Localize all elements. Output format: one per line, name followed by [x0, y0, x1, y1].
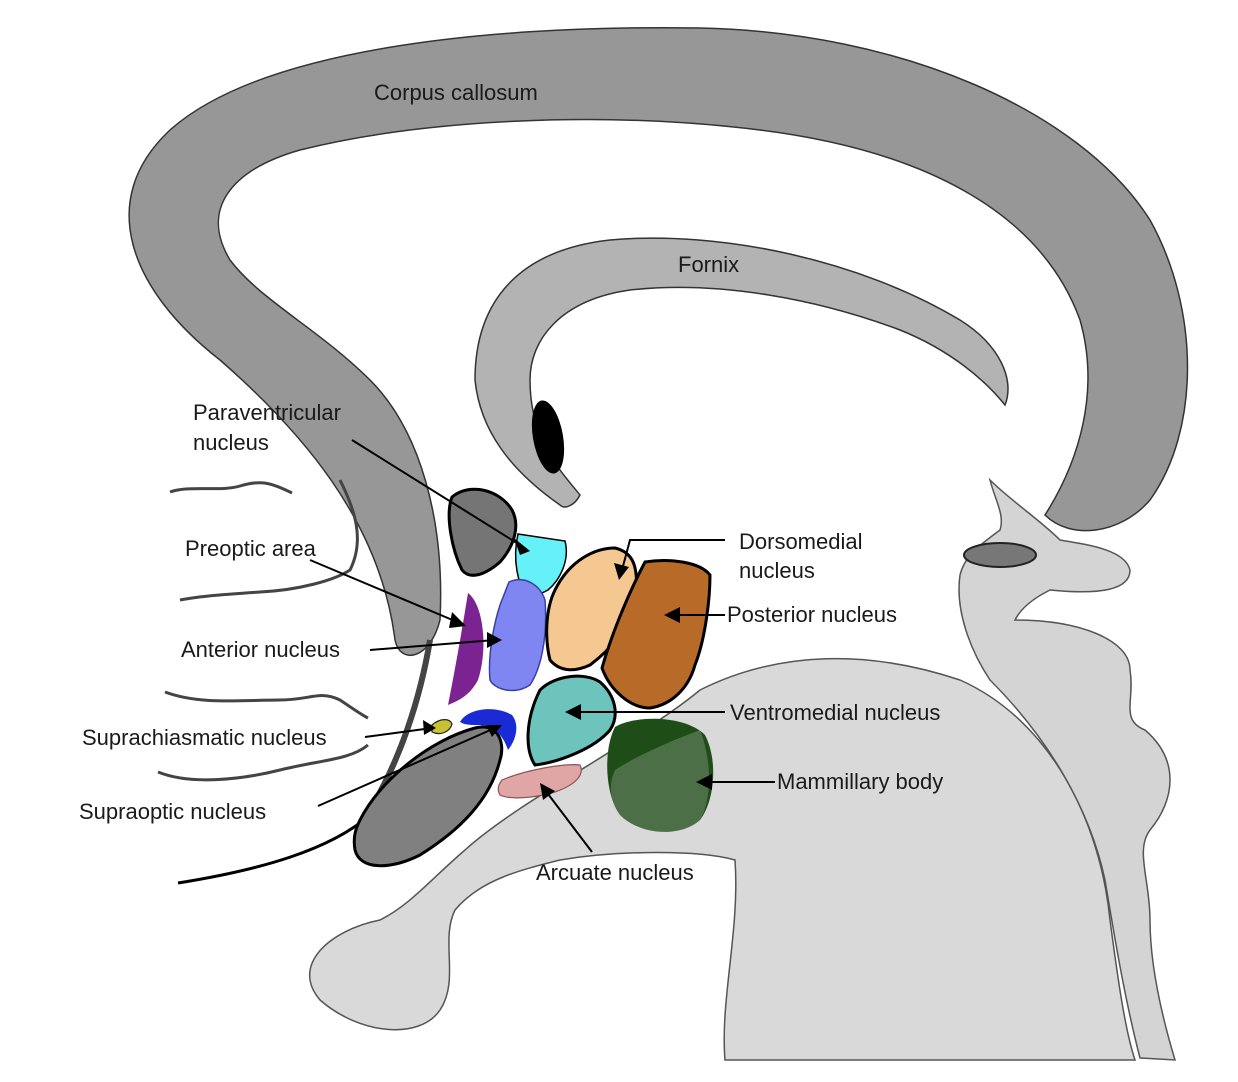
- preoptic-area: [448, 593, 484, 705]
- pons-region: [958, 477, 1177, 1061]
- posterior-commissure: [963, 542, 1037, 568]
- mammillary-body: [607, 718, 714, 832]
- sulcus-line-4: [157, 743, 369, 782]
- label-dorsomedial-line1: Dorsomedial: [739, 529, 863, 554]
- arrowhead-suprachiasmatic: [423, 720, 436, 735]
- arrowhead-mammillary: [696, 774, 712, 790]
- label-paraventricular-line2: nucleus: [193, 430, 269, 455]
- suprachiasmatic-nucleus: [431, 719, 453, 735]
- brainstem-region: [308, 657, 1137, 1061]
- anterior-nucleus: [488, 579, 547, 692]
- label-supraoptic-nucleus: Supraoptic nucleus: [79, 799, 266, 824]
- arrowhead-supraoptic: [486, 725, 502, 737]
- arrowhead-anterior: [487, 632, 502, 648]
- optic-chiasm: [352, 725, 504, 868]
- label-mammillary-body: Mammillary body: [777, 769, 943, 794]
- supraoptic-nucleus: [460, 709, 517, 750]
- pointer-preoptic: [309, 559, 463, 625]
- pointer-suprachiasmatic: [364, 727, 433, 738]
- pointer-dorsomedial: [621, 539, 725, 571]
- pointer-paraventricular: [351, 439, 521, 546]
- label-corpus-callosum: Corpus callosum: [374, 80, 538, 105]
- arrowhead-preoptic: [449, 612, 466, 628]
- arrowhead-paraventricular: [514, 538, 530, 555]
- anterior-commissure: [531, 400, 565, 474]
- label-paraventricular-line1: Paraventricular: [193, 400, 341, 425]
- sulcus-line-1: [169, 481, 293, 495]
- pointer-arcuate: [544, 789, 593, 853]
- posterior-nucleus: [600, 559, 712, 710]
- arrowhead-ventromedial: [565, 704, 581, 720]
- arrowhead-dorsomedial: [614, 563, 629, 580]
- pointer-supraoptic: [317, 727, 496, 807]
- arrowhead-posterior: [664, 607, 680, 623]
- label-preoptic-area: Preoptic area: [185, 536, 317, 561]
- mammillary-overlay: [610, 730, 709, 832]
- ventromedial-nucleus: [526, 674, 617, 767]
- label-ventromedial-nucleus: Ventromedial nucleus: [730, 700, 940, 725]
- sulcus-line-3: [164, 690, 369, 720]
- label-posterior-nucleus: Posterior nucleus: [727, 602, 897, 627]
- label-dorsomedial-line2: nucleus: [739, 558, 815, 583]
- sulcus-line-2: [179, 479, 359, 602]
- corpus-callosum: [128, 27, 1189, 657]
- label-arcuate-nucleus: Arcuate nucleus: [536, 860, 694, 885]
- pointer-anterior: [369, 639, 496, 651]
- optic-recess-line: [177, 813, 371, 885]
- label-fornix: Fornix: [678, 252, 739, 277]
- arcuate-nucleus: [497, 764, 582, 799]
- fornix: [474, 237, 1009, 508]
- label-suprachiasmatic-nucleus: Suprachiasmatic nucleus: [82, 725, 327, 750]
- dark-gray-nucleus-upper: [447, 487, 518, 577]
- label-anterior-nucleus: Anterior nucleus: [181, 637, 340, 662]
- arrowhead-arcuate: [540, 783, 555, 800]
